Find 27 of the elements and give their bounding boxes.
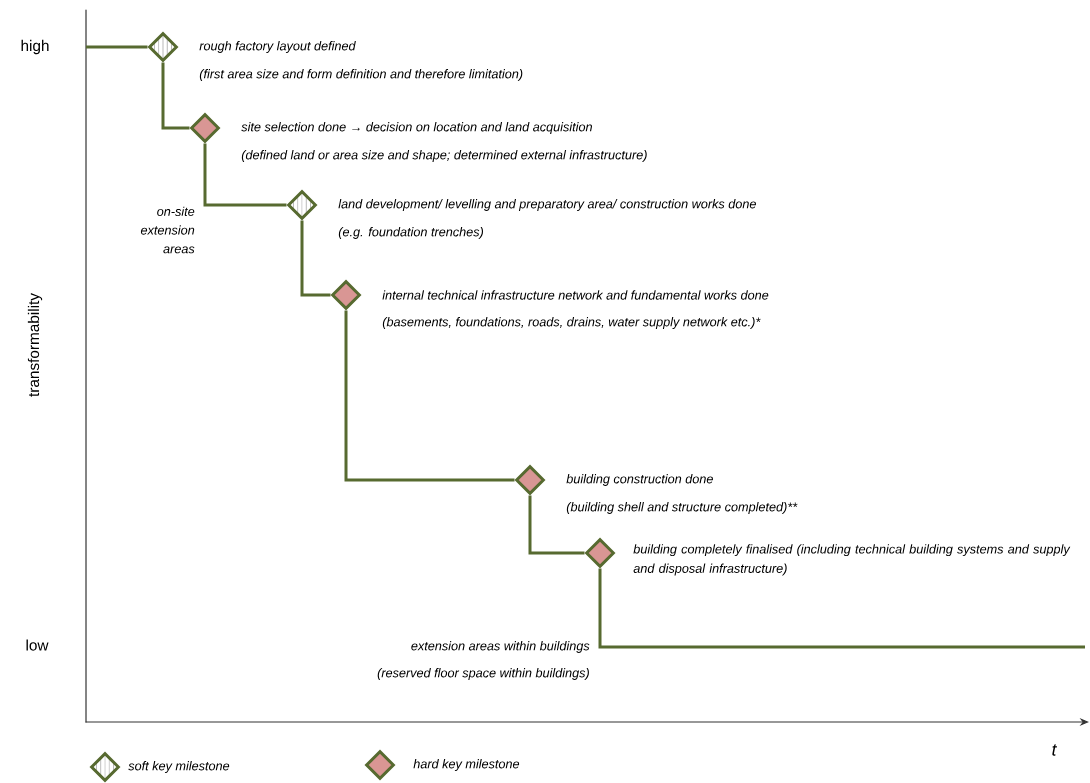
step-line: [344, 310, 515, 482]
milestone-description: (defined land or area size and shape; determined external infrastructure): [241, 150, 647, 162]
legend-label: soft key milestone: [128, 761, 230, 773]
axis-title: transformability: [27, 293, 43, 397]
legend-label: hard key milestone: [413, 759, 520, 771]
axis-title: t: [1052, 744, 1057, 756]
milestone-description: site selection done → decision on location and land acquisition: [241, 122, 592, 134]
milestone-description: (basements, foundations, roads, drains, water supply network etc.)*: [382, 317, 761, 329]
milestone-description: (e.g. foundation trenches): [338, 227, 483, 239]
step-line: [161, 62, 190, 130]
milestone-description: rough factory layout defined: [199, 41, 356, 53]
step-line: [598, 568, 1085, 649]
step-line: [86, 45, 148, 49]
step-line: [300, 220, 331, 297]
milestone-description: building completely finalised (including technical building systems and supply and disposal infrastructure): [633, 544, 1071, 576]
area-note: extension areas within buildings: [411, 641, 590, 653]
step-line: [528, 495, 585, 555]
area-note: on-site extension areas: [140, 206, 195, 254]
axis-label: high: [21, 39, 49, 55]
axis-label: low: [26, 639, 49, 651]
milestone-description: (building shell and structure completed)**: [566, 502, 798, 514]
milestone-description: land development/ levelling and preparatory area/ construction works done: [338, 199, 756, 211]
milestone-description: internal technical infrastructure network and fundamental works done: [382, 290, 769, 300]
step-line: [203, 143, 287, 207]
area-note: (reserved floor space within buildings): [377, 668, 589, 680]
milestone-description: building construction done: [566, 474, 713, 486]
milestone-description: (first area size and form definition and therefore limitation): [199, 69, 523, 81]
